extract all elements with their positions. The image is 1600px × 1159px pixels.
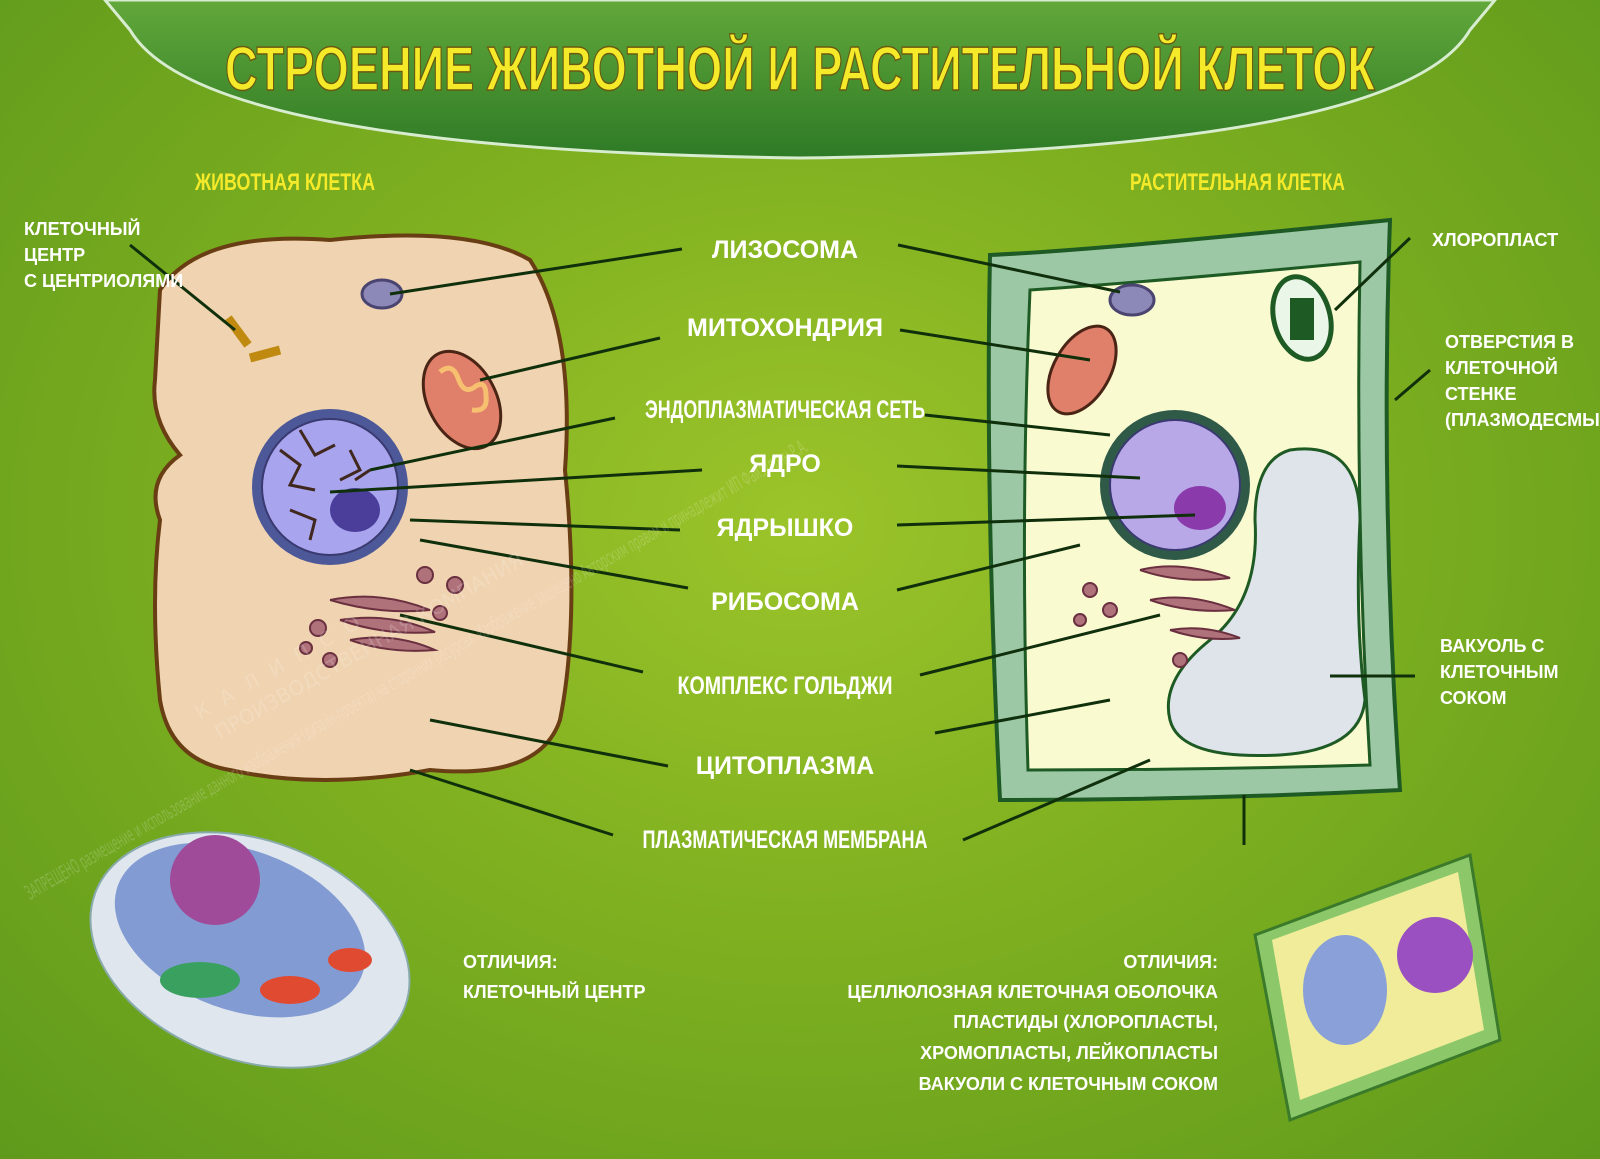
animal-differences: ОТЛИЧИЯ: КЛЕТОЧНЫЙ ЦЕНТР <box>463 952 646 1002</box>
plant-cell-3d-illustration <box>1253 852 1502 1123</box>
plasmodesmata-label: ОТВЕРСТИЯ В КЛЕТОЧНОЙ СТЕНКЕ (ПЛАЗМОДЕСМ… <box>1445 332 1600 430</box>
svg-text:КЛЕТОЧНЫЙ: КЛЕТОЧНЫЙ <box>24 218 140 239</box>
svg-text:ХРОМОПЛАСТЫ, ЛЕЙКОПЛАСТЫ: ХРОМОПЛАСТЫ, ЛЕЙКОПЛАСТЫ <box>920 1042 1218 1063</box>
svg-text:(ПЛАЗМОДЕСМЫ): (ПЛАЗМОДЕСМЫ) <box>1445 410 1600 430</box>
centrosome-label: КЛЕТОЧНЫЙ ЦЕНТР С ЦЕНТРИОЛЯМИ <box>24 218 183 291</box>
vacuole-label: ВАКУОЛЬ С КЛЕТОЧНЫМ СОКОМ <box>1440 636 1558 708</box>
organelle-labels: ЛИЗОСОМА МИТОХОНДРИЯ ЭНДОПЛАЗМАТИЧЕСКАЯ … <box>643 236 928 854</box>
plant-cell-diagram <box>986 217 1403 803</box>
svg-text:СОКОМ: СОКОМ <box>1440 688 1507 708</box>
svg-text:ПЛАСТИДЫ (ХЛОРОПЛАСТЫ,: ПЛАСТИДЫ (ХЛОРОПЛАСТЫ, <box>953 1012 1218 1032</box>
plant-differences: ОТЛИЧИЯ: ЦЕЛЛЮЛОЗНАЯ КЛЕТОЧНАЯ ОБОЛОЧКА … <box>847 952 1218 1094</box>
label-er: ЭНДОПЛАЗМАТИЧЕСКАЯ СЕТЬ <box>645 396 925 424</box>
animal-cell-heading: ЖИВОТНАЯ КЛЕТКА <box>194 169 375 196</box>
svg-text:ОТЛИЧИЯ:: ОТЛИЧИЯ: <box>463 952 558 972</box>
page-title: СТРОЕНИЕ ЖИВОТНОЙ И РАСТИТЕЛЬНОЙ КЛЕТОК <box>225 34 1375 104</box>
svg-text:ВАКУОЛЬ С: ВАКУОЛЬ С <box>1440 636 1544 656</box>
svg-text:ЦЕНТР: ЦЕНТР <box>24 245 85 265</box>
nucleolus <box>330 488 380 532</box>
label-nucleolus: ЯДРЫШКО <box>717 514 854 542</box>
svg-text:СТЕНКЕ: СТЕНКЕ <box>1445 384 1517 404</box>
svg-text:ОТЛИЧИЯ:: ОТЛИЧИЯ: <box>1123 952 1218 972</box>
svg-text:КЛЕТОЧНЫМ: КЛЕТОЧНЫМ <box>1440 662 1558 682</box>
svg-text:ВАКУОЛИ С КЛЕТОЧНЫМ СОКОМ: ВАКУОЛИ С КЛЕТОЧНЫМ СОКОМ <box>919 1074 1218 1094</box>
plant-cell-heading: РАСТИТЕЛЬНАЯ КЛЕТКА <box>1130 169 1345 196</box>
label-cytoplasm: ЦИТОПЛАЗМА <box>696 752 874 780</box>
label-ribosome: РИБОСОМА <box>711 588 859 616</box>
animal-cell-diagram <box>152 233 574 782</box>
label-lysosome: ЛИЗОСОМА <box>712 236 858 264</box>
label-plasma-membrane: ПЛАЗМАТИЧЕСКАЯ МЕМБРАНА <box>643 826 928 854</box>
vacuole <box>1166 447 1367 758</box>
chloroplast-label: ХЛОРОПЛАСТ <box>1432 230 1558 250</box>
svg-text:ЦЕЛЛЮЛОЗНАЯ КЛЕТОЧНАЯ ОБОЛОЧКА: ЦЕЛЛЮЛОЗНАЯ КЛЕТОЧНАЯ ОБОЛОЧКА <box>847 982 1218 1002</box>
svg-text:С ЦЕНТРИОЛЯМИ: С ЦЕНТРИОЛЯМИ <box>24 271 183 291</box>
title-banner <box>103 0 1497 160</box>
leader-lines <box>129 236 1431 845</box>
centrioles <box>224 315 282 363</box>
label-golgi: КОМПЛЕКС ГОЛЬДЖИ <box>678 672 893 700</box>
svg-text:ОТВЕРСТИЯ В: ОТВЕРСТИЯ В <box>1445 332 1574 352</box>
label-mitochondrion: МИТОХОНДРИЯ <box>687 314 883 342</box>
animal-cell-3d-illustration <box>89 831 411 1069</box>
svg-text:КЛЕТОЧНОЙ: КЛЕТОЧНОЙ <box>1445 357 1558 378</box>
label-nucleus: ЯДРО <box>749 450 821 478</box>
svg-text:КЛЕТОЧНЫЙ ЦЕНТР: КЛЕТОЧНЫЙ ЦЕНТР <box>463 981 646 1002</box>
